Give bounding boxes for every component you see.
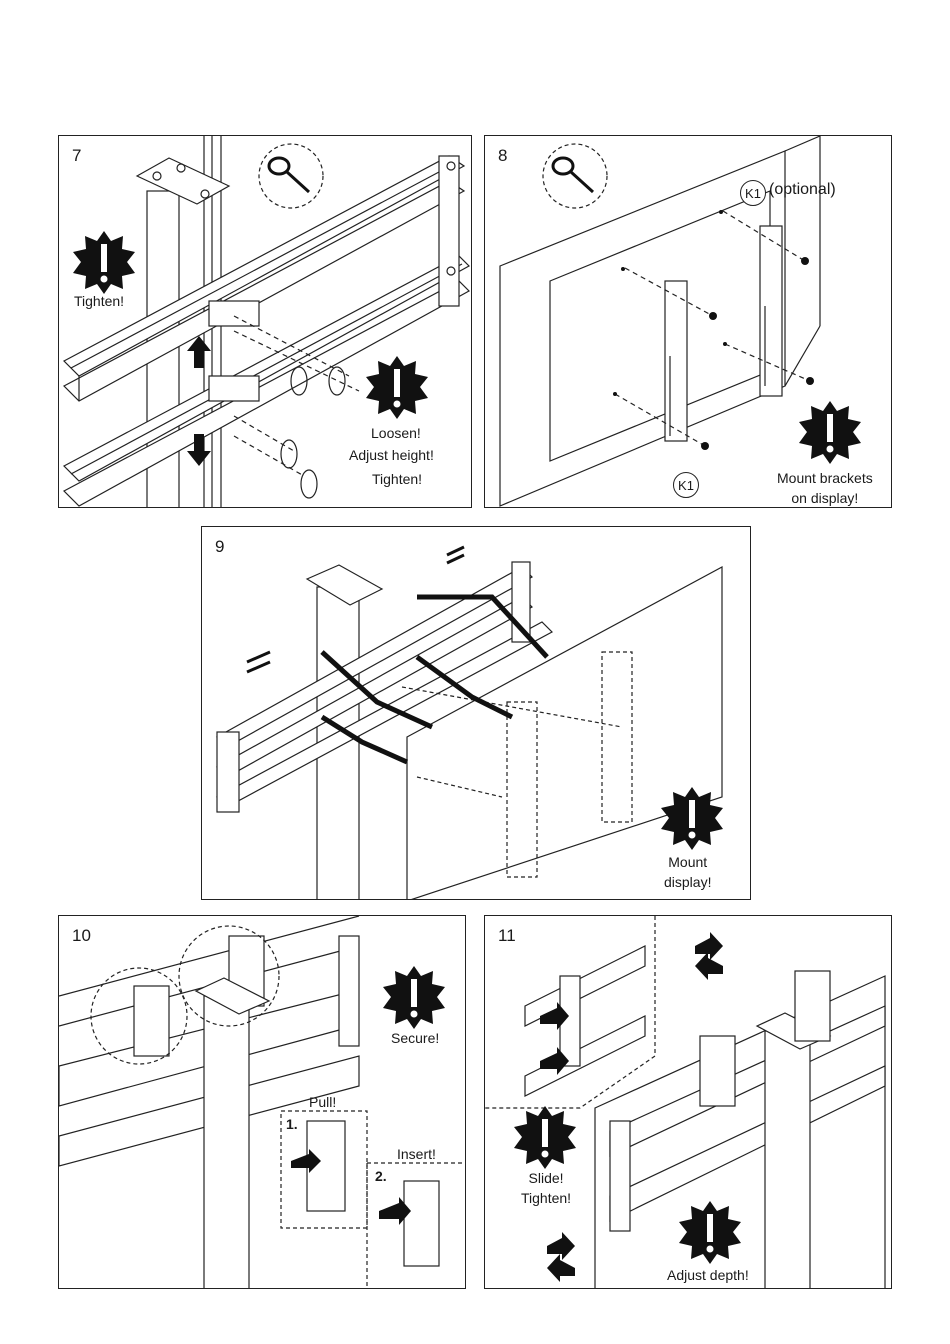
- part-note: (optional): [769, 181, 836, 199]
- substep-2: 2.: [375, 1168, 387, 1184]
- warning-burst-icon: [366, 356, 428, 419]
- warning-adjust-depth: Adjust depth!: [667, 1265, 749, 1285]
- cable-tie-icon: [553, 158, 593, 192]
- step-number: 10: [72, 926, 91, 946]
- step-11-illustration: [485, 916, 892, 1289]
- step-9-panel: 9 Mount display!: [201, 526, 751, 900]
- step-number: 7: [72, 146, 81, 166]
- step-7-panel: 7 Tighten! Loosen! Adjust height! Tighte…: [58, 135, 472, 508]
- warning-line: Tighten!: [521, 1190, 571, 1206]
- warning-loosen: Loosen!: [371, 423, 421, 443]
- step-8-panel: 8 K1 (optional) K1 Mount brackets on dis…: [484, 135, 892, 508]
- step-number: 9: [215, 537, 224, 557]
- part-label-k1-lower: K1: [673, 472, 699, 498]
- step-10-illustration: [59, 916, 466, 1289]
- warning-line: Mount brackets: [777, 470, 873, 486]
- step-11-panel: 11 Slide! Tighten! Adjust depth!: [484, 915, 892, 1289]
- part-label-k1: K1: [740, 180, 766, 206]
- warning-tighten: Tighten!: [74, 291, 124, 311]
- warning-secure: Secure!: [391, 1028, 439, 1048]
- warning-slide-tighten: Slide! Tighten!: [521, 1168, 571, 1209]
- warning-mount-display: Mount display!: [664, 852, 711, 893]
- action-pull: Pull!: [309, 1092, 336, 1112]
- step-9-illustration: [202, 527, 751, 900]
- substep-1: 1.: [286, 1116, 298, 1132]
- warning-mount-brackets: Mount brackets on display!: [777, 468, 873, 508]
- warning-burst-icon: [73, 231, 135, 294]
- step-number: 11: [498, 926, 516, 946]
- step-number: 8: [498, 146, 507, 166]
- warning-line: on display!: [791, 490, 858, 506]
- warning-line: Mount: [668, 854, 707, 870]
- warning-burst-icon: [514, 1106, 576, 1169]
- warning-line: display!: [664, 874, 711, 890]
- warning-tighten-2: Tighten!: [372, 469, 422, 489]
- warning-line: Slide!: [529, 1170, 564, 1186]
- action-insert: Insert!: [397, 1144, 436, 1164]
- step-10-panel: 10 Secure! Pull! 1. Insert! 2.: [58, 915, 466, 1289]
- warning-adjust-height: Adjust height!: [349, 445, 434, 465]
- warning-burst-icon: [383, 966, 445, 1029]
- cable-tie-icon: [269, 158, 309, 192]
- warning-burst-icon: [799, 401, 861, 464]
